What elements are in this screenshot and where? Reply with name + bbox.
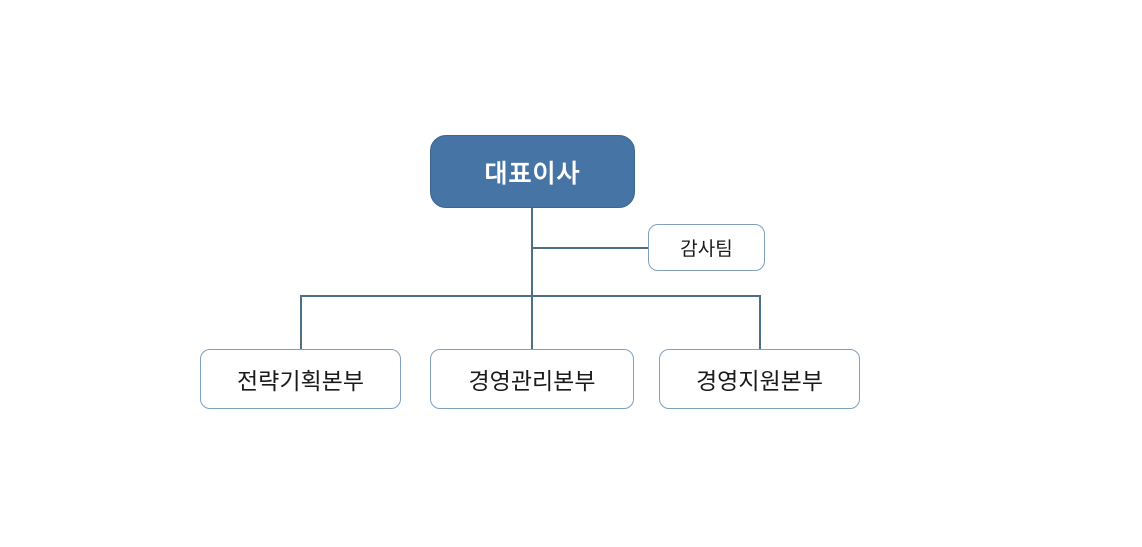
division-node-label: 전략기획본부	[237, 369, 364, 394]
division-node-label: 경영지원본부	[696, 369, 823, 394]
connector-horizontal-bar	[300, 295, 760, 297]
connector-root-vertical	[531, 208, 533, 349]
connector-right-drop	[759, 295, 761, 349]
division-node-strategic-planning: 전략기획본부	[200, 349, 401, 409]
connector-audit-branch	[531, 247, 648, 249]
division-node-label: 경영관리본부	[468, 369, 596, 394]
connector-left-drop	[300, 295, 302, 349]
division-node-management-support: 경영지원본부	[659, 349, 860, 409]
audit-team-node: 감사팀	[648, 224, 765, 271]
ceo-node-label: 대표이사	[484, 159, 581, 188]
ceo-node: 대표이사	[430, 135, 635, 208]
audit-team-node-label: 감사팀	[680, 239, 733, 260]
division-node-management-administration: 경영관리본부	[430, 349, 634, 409]
